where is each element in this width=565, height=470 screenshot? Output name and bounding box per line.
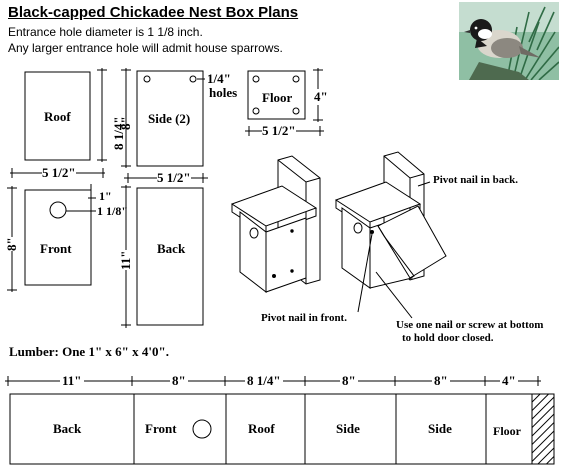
roof-width-label: 5 1/2": [42, 165, 76, 181]
assembled-box-open: [334, 151, 447, 289]
front-entrance-hole: [49, 201, 67, 219]
length-side-2: 8": [432, 373, 450, 389]
waste-hatch: [531, 393, 555, 465]
board-roof-label: Roof: [248, 421, 275, 436]
floor-height-label: 4": [314, 89, 328, 105]
door-note-line2: to hold door closed.: [402, 332, 494, 344]
hole-diameter-note: Entrance hole diameter is 1 1/8 inch.: [8, 25, 203, 39]
board-front-label: Front: [145, 421, 177, 436]
board-entrance-hole: [192, 419, 212, 439]
side-height-label: 8": [118, 116, 133, 130]
length-front: 8": [170, 373, 188, 389]
page-title: Black-capped Chickadee Nest Box Plans: [8, 4, 299, 21]
holes-label: holes: [209, 85, 238, 100]
back-label: Back: [157, 241, 186, 256]
length-roof: 8 1/4": [245, 373, 283, 389]
board-floor-label: Floor: [493, 424, 521, 438]
side-label: Side (2): [148, 111, 191, 126]
roof-panel: [24, 71, 91, 161]
lumber-label: Lumber: One 1" x 6" x 4'0".: [9, 344, 169, 359]
board-back-label: Back: [53, 421, 82, 436]
length-floor: 4": [500, 373, 518, 389]
front-height-label: 8": [4, 237, 20, 251]
floor-label: Floor: [262, 90, 293, 105]
chickadee-photo: [459, 2, 559, 80]
floor-width-label: 5 1/2": [262, 123, 296, 139]
lumber-board: [9, 393, 555, 465]
hole-offset-label: 1": [99, 189, 112, 203]
hole-diameter-label: 1 1/8": [97, 204, 128, 218]
back-height-label: 11": [118, 250, 134, 270]
assembled-box-closed: [230, 155, 321, 294]
pivot-back-note: Pivot nail in back.: [433, 174, 518, 186]
length-side-1: 8": [340, 373, 358, 389]
door-note-line1: Use one nail or screw at bottom: [396, 319, 544, 331]
sparrow-warning-note: Any larger entrance hole will admit hous…: [8, 41, 283, 55]
board-side-1-label: Side: [336, 421, 360, 436]
front-panel: [24, 189, 92, 286]
side-width-label: 5 1/2": [157, 170, 191, 186]
pivot-front-note: Pivot nail in front.: [261, 312, 347, 324]
holes-size-label: 1/4": [207, 71, 231, 86]
length-back: 11": [60, 373, 84, 389]
back-panel: [136, 187, 204, 326]
roof-label: Roof: [44, 109, 71, 124]
floor-panel: [247, 70, 306, 120]
board-side-2-label: Side: [428, 421, 452, 436]
front-label: Front: [40, 241, 72, 256]
side-panel: [136, 70, 204, 167]
